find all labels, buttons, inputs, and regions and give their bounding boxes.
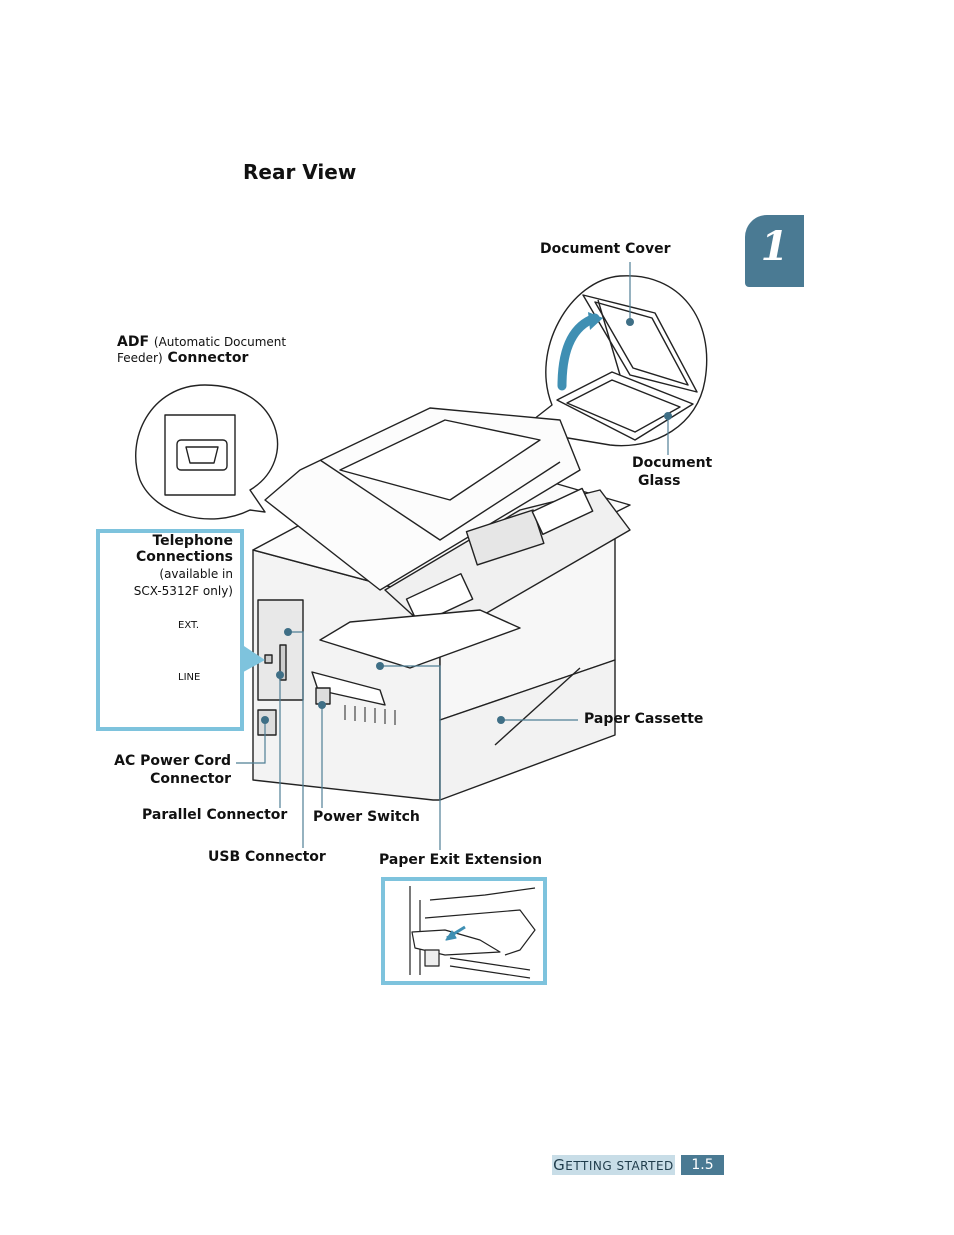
label-adf: ADF (Automatic Document xyxy=(117,333,286,351)
label-usb-connector: USB Connector xyxy=(208,849,326,865)
label-power-switch: Power Switch xyxy=(313,809,420,825)
adf-connector-port xyxy=(176,439,228,471)
label-paper-exit-extension: Paper Exit Extension xyxy=(379,852,543,868)
paper-exit-inset-art xyxy=(409,886,536,979)
label-adf-paren-1: (Automatic Document xyxy=(153,335,287,349)
label-parallel-connector: Parallel Connector xyxy=(142,807,288,823)
label-document-glass-1: Document xyxy=(632,455,713,471)
page-title: Rear View xyxy=(243,160,357,184)
chapter-number: 1 xyxy=(760,223,789,270)
label-line-jack: LINE xyxy=(178,672,201,683)
label-document-glass-2: Glass xyxy=(638,473,681,489)
label-telephone-2: Connections xyxy=(135,549,233,565)
label-adf-connector: Connector xyxy=(167,350,249,366)
label-adf-paren-2: Feeder) xyxy=(117,351,163,365)
label-ext-jack: EXT. xyxy=(178,620,200,631)
footer-page-number: 1.5 xyxy=(681,1155,724,1175)
label-telephone-note-1: (available in xyxy=(159,567,233,581)
footer-section-rest: ETTING STARTED xyxy=(565,1159,674,1173)
leader-dots xyxy=(261,318,672,724)
footer-section-first: G xyxy=(553,1156,566,1174)
label-document-cover: Document Cover xyxy=(540,241,671,257)
label-paper-cassette: Paper Cassette xyxy=(584,711,704,727)
label-adf-line2: Feeder) Connector xyxy=(117,349,248,367)
leader-lines xyxy=(236,262,669,850)
usb-port xyxy=(264,654,273,664)
chapter-tab: 1 xyxy=(745,215,804,287)
label-ac-power-2: Connector xyxy=(150,771,231,787)
label-adf-bold: ADF xyxy=(117,334,150,350)
label-telephone-note-2: SCX-5312F only) xyxy=(133,584,233,598)
document-cover-shape xyxy=(582,294,698,393)
display-screen xyxy=(465,509,545,566)
paper-exit-tray xyxy=(319,609,521,669)
label-telephone-1: Telephone xyxy=(152,533,233,549)
footer-section-title: GETTING STARTED xyxy=(552,1155,675,1175)
keypad xyxy=(405,487,594,626)
parallel-port xyxy=(279,644,287,681)
label-ac-power-1: AC Power Cord xyxy=(114,753,231,769)
paper-exit-extension-inset xyxy=(381,877,547,985)
telephone-connections-box xyxy=(96,529,244,731)
document-glass-shape xyxy=(556,371,694,441)
